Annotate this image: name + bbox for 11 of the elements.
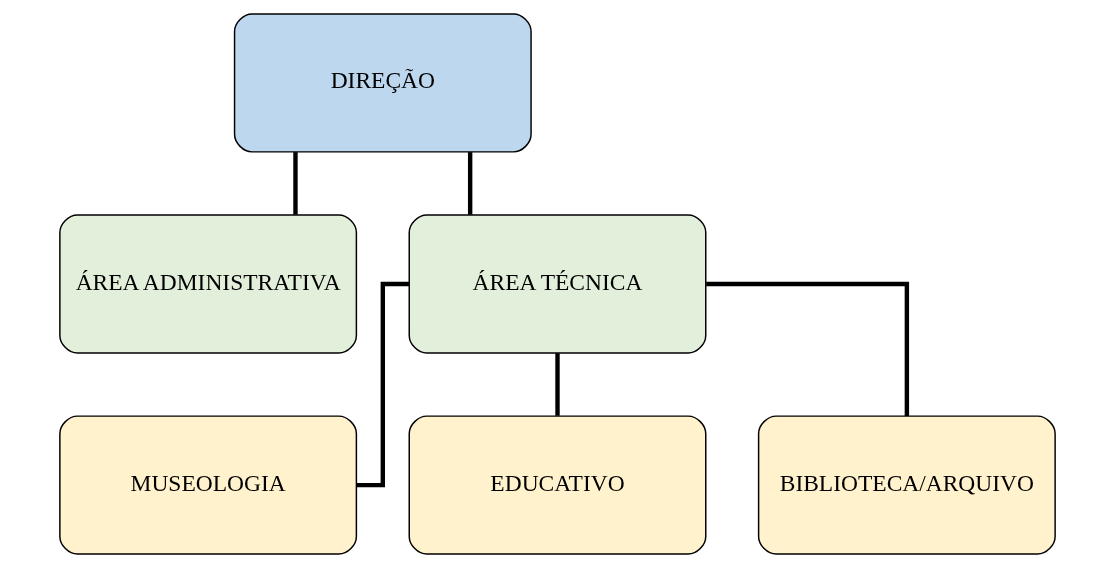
connector xyxy=(705,281,909,416)
node-box: MUSEOLOGIA xyxy=(58,415,357,555)
node-box: DIREÇÃO xyxy=(233,13,532,153)
connector xyxy=(467,152,472,215)
node-box: BIBLIOTECA/ARQUIVO xyxy=(757,415,1056,555)
node-box: ÁREA TÉCNICA xyxy=(408,214,706,354)
connector xyxy=(554,353,560,416)
node-box: ÁREA ADMINISTRATIVA xyxy=(58,214,357,354)
node-box: EDUCATIVO xyxy=(408,415,706,555)
connector xyxy=(292,152,298,215)
connector xyxy=(356,281,409,488)
